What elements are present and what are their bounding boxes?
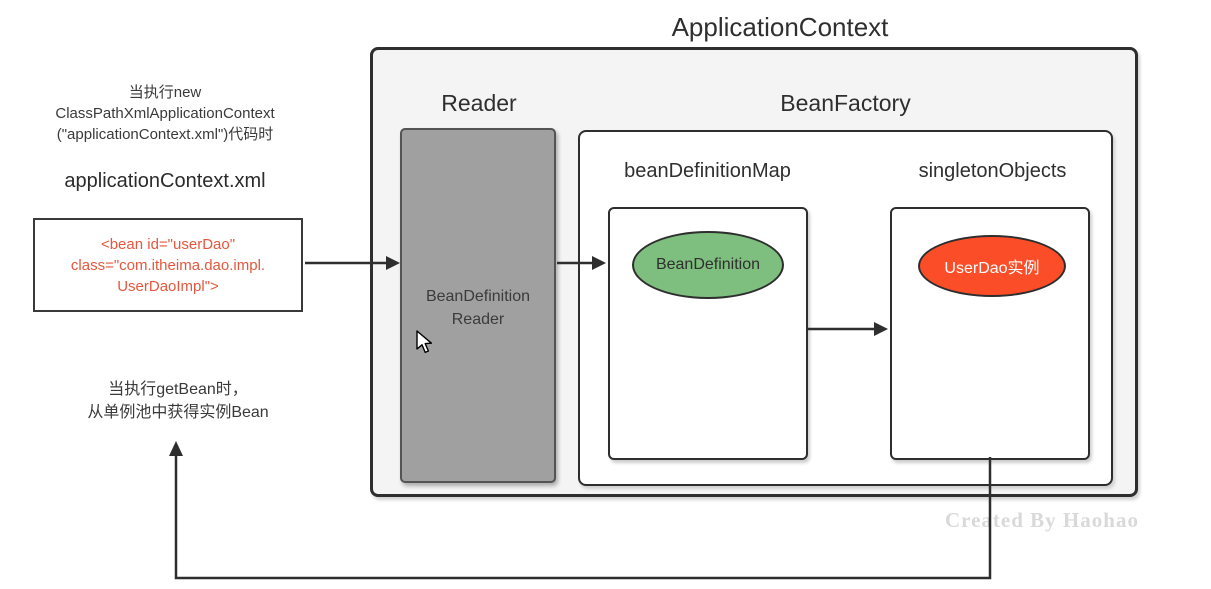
beandefinition-ellipse-label: BeanDefinition <box>655 256 761 273</box>
beanfactory-box: beanDefinitionMap singletonObjects BeanD… <box>578 130 1113 486</box>
note-new-classpathxmlapplicationcontext: 当执行new ClassPathXmlApplicationContext ("… <box>55 84 275 143</box>
diagram-title: ApplicationContext <box>671 12 889 42</box>
userdao-instance-ellipse-label: UserDao实例 <box>944 260 1040 277</box>
beanfactory-section-heading: BeanFactory <box>780 90 911 116</box>
mouse-cursor-icon <box>416 330 433 354</box>
xml-snippet-code: <bean id="userDao" class="com.itheima.da… <box>70 235 266 295</box>
note-getbean: 当执行getBean时， 从单例池中获得实例Bean <box>87 381 269 421</box>
reader-section-heading: Reader <box>441 90 517 116</box>
beandefinition-reader-box: BeanDefinition Reader <box>400 128 556 483</box>
beandefinitionmap-box: BeanDefinition <box>608 207 808 460</box>
beandefinitionmap-label: beanDefinitionMap <box>624 160 791 182</box>
xml-file-label: applicationContext.xml <box>64 170 266 192</box>
beandefinition-reader-label: BeanDefinition Reader <box>425 288 531 328</box>
userdao-instance-ellipse: UserDao实例 <box>918 235 1066 297</box>
singletonobjects-box: UserDao实例 <box>890 207 1090 460</box>
xml-snippet-box: <bean id="userDao" class="com.itheima.da… <box>33 218 303 312</box>
watermark-text: Created By Haohao <box>945 508 1139 532</box>
beandefinition-ellipse: BeanDefinition <box>632 231 784 299</box>
singletonobjects-label: singletonObjects <box>918 160 1067 182</box>
